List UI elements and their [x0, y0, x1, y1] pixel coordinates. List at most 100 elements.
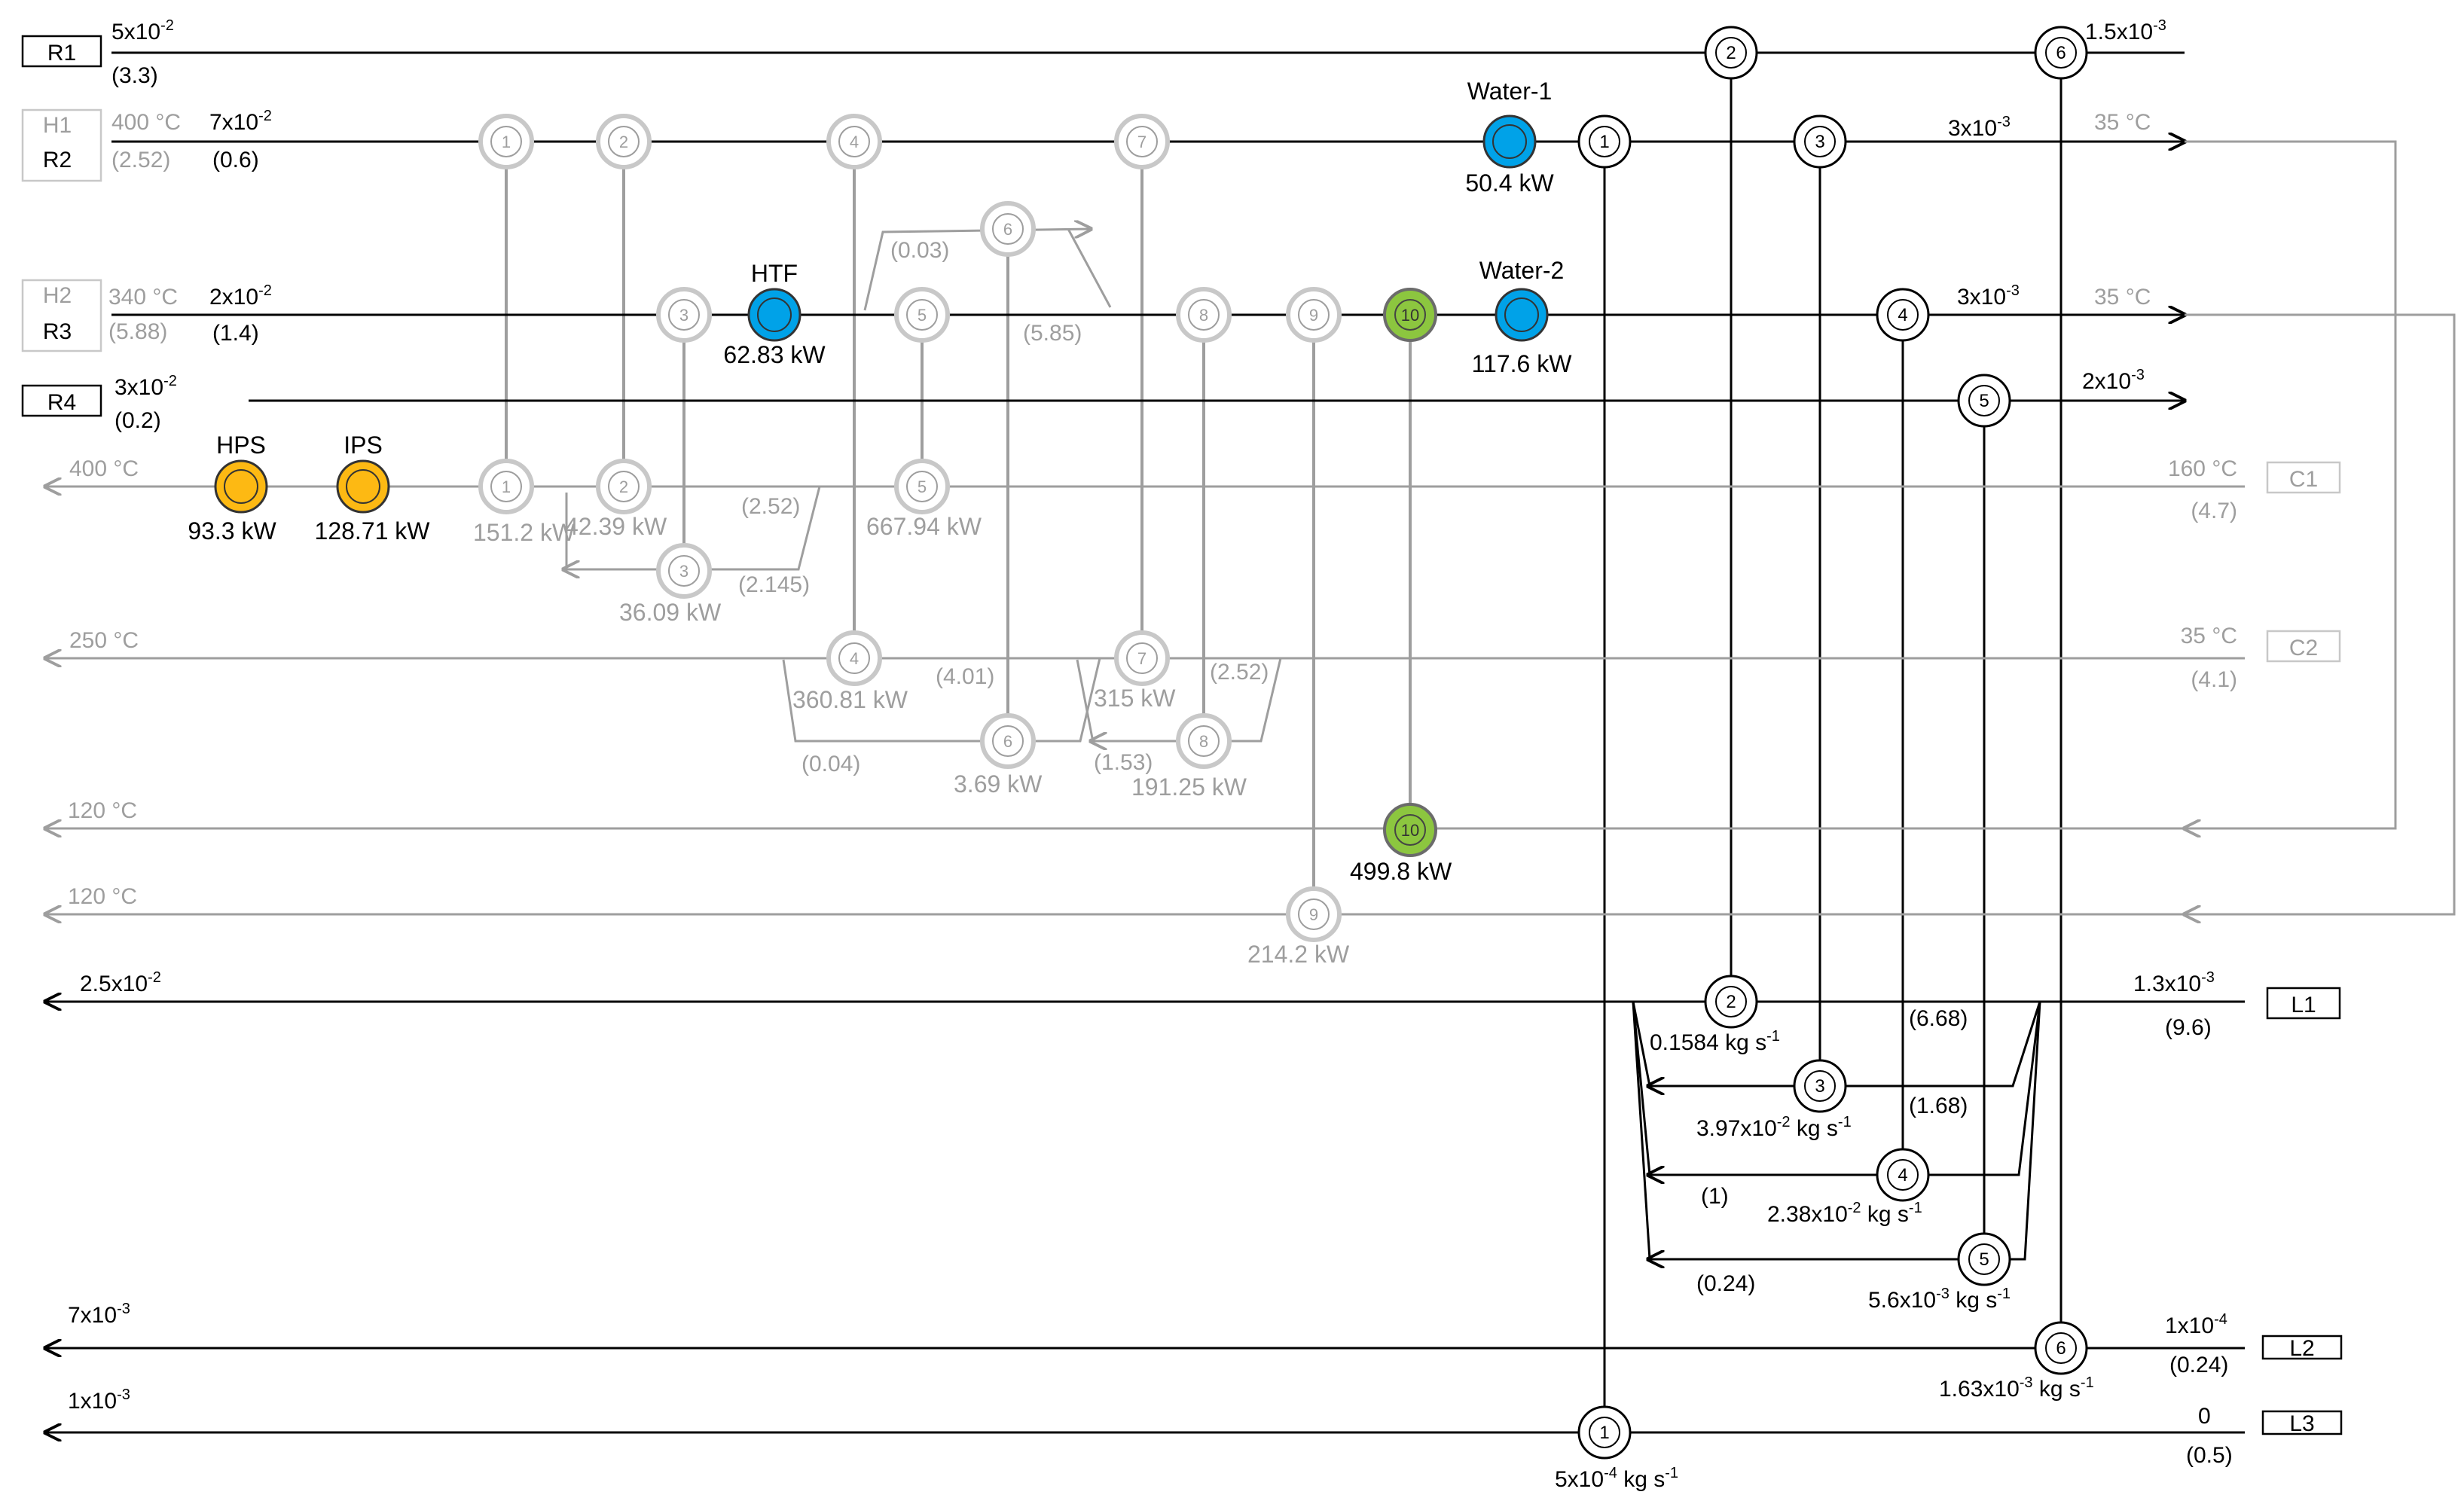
stream-label: C1: [2289, 467, 2318, 492]
stream-flow: 2x10-2: [209, 282, 272, 310]
heat-exchanger-7[interactable]: 7 7 315 kW: [1094, 114, 1176, 712]
mass-flow: 2.38x10-2 kg s-1: [1767, 1200, 1922, 1227]
stream-c1: C1 160 °C (4.7) 400 °C: [69, 456, 2341, 523]
svg-text:3: 3: [1815, 1076, 1824, 1097]
utility-hps[interactable]: HPS 93.3 kW: [188, 432, 276, 545]
stream-h1-r2: H1 R2 400 °C (2.52) 7x10-2 (0.6) 3x10-3 …: [21, 108, 2151, 182]
svg-text:3: 3: [679, 306, 689, 325]
stream-temp-out: 120 °C: [68, 884, 137, 909]
svg-text:5: 5: [1979, 1249, 1989, 1270]
svg-text:6: 6: [1003, 220, 1012, 239]
svg-text:4: 4: [850, 133, 859, 151]
heat-duty: 499.8 kW: [1350, 858, 1452, 885]
svg-text:2: 2: [619, 477, 628, 496]
utility-name: Water-2: [1479, 257, 1565, 284]
svg-text:7: 7: [1137, 649, 1147, 668]
mass-flow: 3.97x10-2 kg s-1: [1696, 1114, 1852, 1141]
stream-out-flow: 3x10-3: [1948, 114, 2011, 141]
heat-exchanger-3[interactable]: 3 3 36.09 kW: [619, 287, 722, 626]
stream-label: R4: [47, 390, 76, 415]
split-fraction: (2.145): [738, 572, 810, 597]
stream-out-flow: 1x10-3: [68, 1387, 130, 1414]
stream-r4: R4 3x10-2 (0.2) 2x10-3: [21, 367, 2145, 433]
stream-alt-param: (5.88): [108, 319, 167, 344]
svg-text:6: 6: [1003, 732, 1012, 751]
heat-exchangers: 1 1 151.2 kW 2 2 42.39 kW 3 3 36.09 kW 4…: [473, 114, 1452, 968]
heat-exchanger-9[interactable]: 9 9 214.2 kW: [1247, 287, 1350, 968]
heat-duty: 42.39 kW: [565, 513, 667, 540]
stream-l3: L3 0 (0.5) 1x10-3: [68, 1387, 2343, 1468]
heat-duty: 191.25 kW: [1131, 773, 1247, 801]
stream-h2-r3: H2 R3 340 °C (5.88) 2x10-2 (1.4) 3x10-3 …: [21, 279, 2151, 352]
svg-text:8: 8: [1199, 732, 1208, 751]
stream-param: (1.4): [212, 321, 259, 346]
heat-exchanger-2[interactable]: 2 2 42.39 kW: [565, 114, 667, 540]
split-fraction: (4.01): [936, 664, 994, 689]
mass-exchanger-5[interactable]: 5 5 5.6x10-3 kg s-1: [1868, 374, 2011, 1313]
stream-temp-in: 35 °C: [2181, 624, 2237, 648]
svg-text:8: 8: [1199, 306, 1208, 325]
split-fraction: (1.53): [1094, 750, 1153, 775]
svg-text:4: 4: [1898, 305, 1907, 325]
svg-text:4: 4: [850, 649, 859, 668]
utility-name: HTF: [751, 260, 798, 287]
mass-flow: 5.6x10-3 kg s-1: [1868, 1286, 2011, 1313]
heat-exchanger-6[interactable]: 6 6 3.69 kW: [954, 201, 1043, 798]
stream-label: R1: [47, 41, 76, 66]
mass-exchanger-6[interactable]: 6 6 1.63x10-3 kg s-1: [1939, 26, 2094, 1402]
heat-duty: 360.81 kW: [792, 686, 908, 713]
stream-alt-param: (2.52): [111, 148, 170, 172]
mass-exchanger-3[interactable]: 3 3 3.97x10-2 kg s-1: [1696, 114, 1852, 1141]
utilities: Water-1 50.4 kW HTF 62.83 kW Water-2 117…: [188, 78, 1572, 545]
mass-exchanger-4[interactable]: 4 4 2.38x10-2 kg s-1: [1767, 288, 1930, 1227]
mass-exchanger-1[interactable]: 1 1 5x10-4 kg s-1: [1555, 114, 1678, 1492]
svg-text:1: 1: [502, 477, 511, 496]
stream-flow: 3x10-2: [114, 373, 177, 400]
heat-exchanger-8[interactable]: 8 8 191.25 kW: [1131, 287, 1247, 801]
split-fraction: (2.52): [1210, 660, 1269, 685]
stream-param: (4.7): [2191, 499, 2237, 523]
utility-duty: 128.71 kW: [315, 517, 431, 545]
stream-in-flow: 0: [2198, 1404, 2211, 1429]
mass-flow: 1.63x10-3 kg s-1: [1939, 1374, 2094, 1402]
split-fraction: (0.03): [890, 238, 949, 263]
heat-duty: 36.09 kW: [619, 599, 722, 626]
split-fraction: (5.85): [1023, 321, 1082, 346]
stream-flow: 7x10-2: [209, 108, 272, 135]
stream-param: (9.6): [2165, 1015, 2212, 1040]
stream-label: L2: [2289, 1336, 2314, 1361]
utility-name: IPS: [343, 432, 383, 459]
utility-water-1[interactable]: Water-1 50.4 kW: [1465, 78, 1554, 197]
stream-in-flow: 1x10-4: [2165, 1311, 2227, 1338]
stream-alt-label: H1: [43, 113, 72, 138]
stream-param: (3.3): [111, 63, 158, 88]
stream-temp-in: 160 °C: [2168, 456, 2237, 481]
utility-htf[interactable]: HTF 62.83 kW: [723, 260, 826, 368]
heat-exchanger-10[interactable]: 10 10 499.8 kW: [1350, 288, 1452, 885]
svg-text:1: 1: [1599, 132, 1609, 152]
mass-exchangers: 1 1 5x10-4 kg s-1 2 2 0.1584 kg s-1 3 3 …: [1555, 26, 2094, 1492]
svg-text:5: 5: [918, 477, 927, 496]
utility-name: Water-1: [1467, 78, 1553, 105]
stream-temp-out: 35 °C: [2094, 285, 2151, 310]
heat-duty: 151.2 kW: [473, 519, 576, 546]
svg-text:9: 9: [1309, 306, 1318, 325]
svg-text:9: 9: [1309, 905, 1318, 924]
heat-exchanger-4[interactable]: 4 4 360.81 kW: [792, 114, 908, 713]
mass-exchanger-2[interactable]: 2 2 0.1584 kg s-1: [1650, 26, 1780, 1055]
heat-exchanger-1[interactable]: 1 1 151.2 kW: [473, 114, 576, 546]
utility-water-2[interactable]: Water-2 117.6 kW: [1472, 257, 1573, 377]
heat-exchanger-5[interactable]: 5 5 667.94 kW: [866, 287, 982, 540]
svg-text:3: 3: [679, 562, 689, 581]
utility-ips[interactable]: IPS 128.71 kW: [315, 432, 431, 545]
mass-flow: 0.1584 kg s-1: [1650, 1028, 1780, 1055]
svg-text:5: 5: [1979, 391, 1989, 411]
stream-param: (0.24): [2169, 1353, 2228, 1377]
stream-param: (0.5): [2186, 1443, 2233, 1468]
split-fraction: (2.52): [741, 494, 800, 519]
stream-l1: L1 1.3x10-3 (9.6) 2.5x10-2: [80, 969, 2341, 1040]
svg-text:10: 10: [1401, 821, 1419, 840]
heat-duty: 3.69 kW: [954, 770, 1043, 798]
svg-text:6: 6: [2056, 1338, 2066, 1359]
stream-temp-in: 340 °C: [108, 285, 178, 310]
